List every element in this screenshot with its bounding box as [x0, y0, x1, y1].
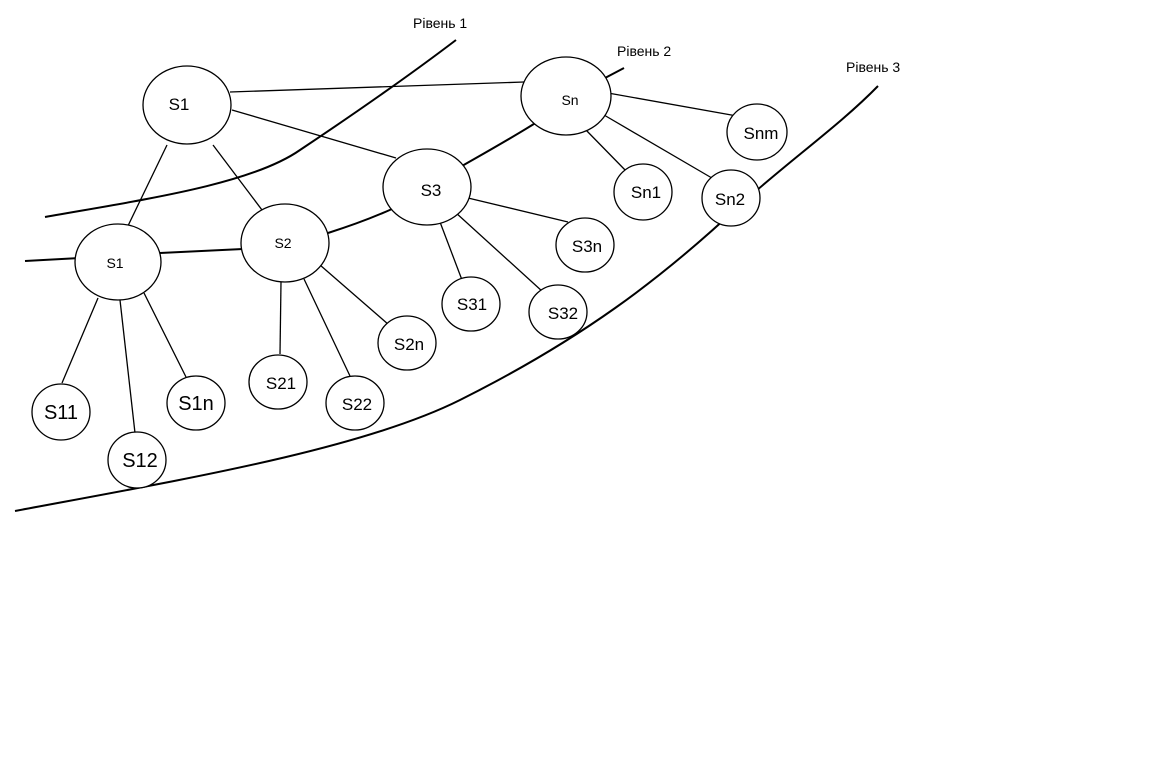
node-s3: S3: [382, 148, 472, 226]
edge-s1mid-s12: [119, 299, 136, 434]
node-sn2: Sn2: [701, 169, 761, 227]
edge-s1top-s3: [231, 109, 397, 159]
edge-sn-snm: [607, 92, 738, 117]
edge-s1top-s2: [212, 144, 263, 211]
node-sn1: Sn1: [613, 163, 673, 221]
level-2-boundary-seg-d: [461, 121, 538, 167]
node-snm: Snm: [726, 103, 788, 161]
node-label: S31: [457, 295, 487, 314]
node-s32: S32: [528, 284, 588, 340]
node-label: S1: [106, 255, 123, 271]
node-s1-top: S1: [142, 65, 232, 145]
node-s1n: S1n: [166, 375, 226, 431]
node-s11: S11: [31, 383, 91, 441]
node-label: S3n: [572, 237, 602, 256]
node-label: Snm: [744, 124, 779, 143]
node-label: S22: [342, 395, 372, 414]
node-s31: S31: [441, 276, 501, 332]
node-label: S1n: [178, 393, 214, 415]
node-label: S2: [274, 235, 291, 251]
node-label: S32: [548, 304, 578, 323]
node-label: S2n: [394, 335, 424, 354]
level-2-boundary: [24, 257, 81, 262]
level-1-boundary: [44, 39, 457, 218]
node-s2n: S2n: [377, 315, 437, 371]
level-1-label: Рівень 1: [413, 15, 467, 31]
node-label: Sn: [561, 92, 578, 108]
level-2-boundary-seg-c: [327, 208, 393, 234]
edge-s1top-s1mid: [125, 144, 168, 231]
edge-s3-s31: [439, 221, 463, 281]
node-s12: S12: [107, 431, 167, 489]
node-sn: Sn: [520, 56, 612, 136]
edge-sn-sn1: [583, 127, 629, 174]
level-2-boundary-seg-b: [159, 248, 244, 254]
node-s1-mid: S1: [74, 223, 162, 301]
edge-s1mid-s11: [61, 297, 99, 384]
node-label: S11: [44, 402, 78, 424]
node-s2: S2: [240, 203, 330, 283]
edge-s2-s2n: [319, 264, 390, 326]
level-3-label: Рівень 3: [846, 59, 900, 75]
edge-s3-s32: [454, 211, 544, 293]
level-2-label: Рівень 2: [617, 43, 671, 59]
edge-s2-s22: [303, 278, 351, 377]
node-label: Sn2: [715, 190, 745, 209]
edge-s3-s3n: [467, 197, 569, 223]
level-3-boundary: [14, 85, 879, 512]
node-label: S3: [421, 181, 442, 200]
edge-s1mid-s1n: [143, 292, 187, 378]
edge-s2-s21: [279, 281, 282, 355]
edge-sn-sn2: [603, 114, 718, 182]
edge-s1top-sn: [229, 81, 525, 93]
node-s3n: S3n: [555, 217, 615, 273]
level-2-boundary-seg-e: [604, 67, 625, 79]
node-s22: S22: [325, 375, 385, 431]
node-label: S1: [169, 95, 190, 114]
node-label: S12: [122, 450, 158, 472]
node-label: Sn1: [631, 183, 661, 202]
node-s21: S21: [248, 354, 308, 410]
node-label: S21: [266, 374, 296, 393]
